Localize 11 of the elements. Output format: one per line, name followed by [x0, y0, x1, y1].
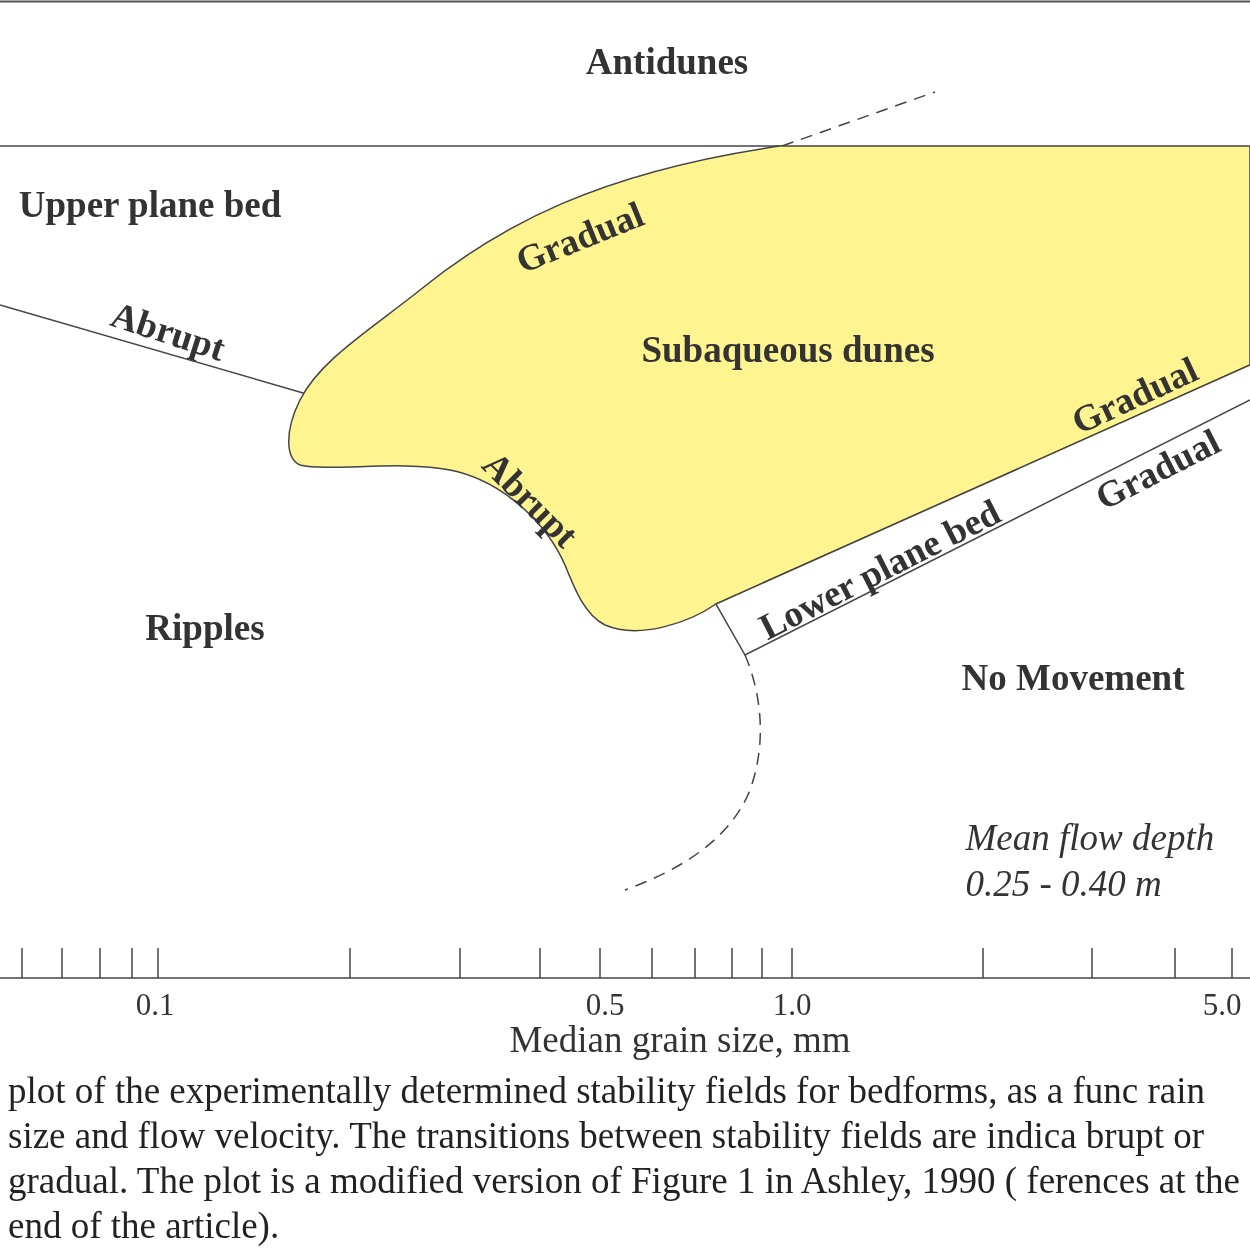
region-label: Antidunes	[585, 41, 749, 83]
region-label: No Movement	[961, 657, 1185, 699]
region-label: Lower plane bed	[752, 491, 1008, 649]
caption-text: plot of the experimentally determined stability fields for bedforms, as a func rain size and flow velocity. The transitions between stability fields are indica brupt or gradual. The plot is a modified version of Figure 1 in Ashley, 1990 ( ferences at the end of the article).	[8, 1069, 1241, 1248]
tick-label: 0.1	[135, 987, 175, 1023]
region-label: Subaqueous dunes	[641, 329, 935, 371]
tick-label: 5.0	[1202, 987, 1242, 1023]
transition-label: Abrupt	[106, 294, 230, 370]
note-text: Mean flow depth 0.25 - 0.40 m	[965, 816, 1216, 906]
region-label: Upper plane bed	[18, 184, 282, 226]
region-label: Ripples	[145, 607, 265, 649]
